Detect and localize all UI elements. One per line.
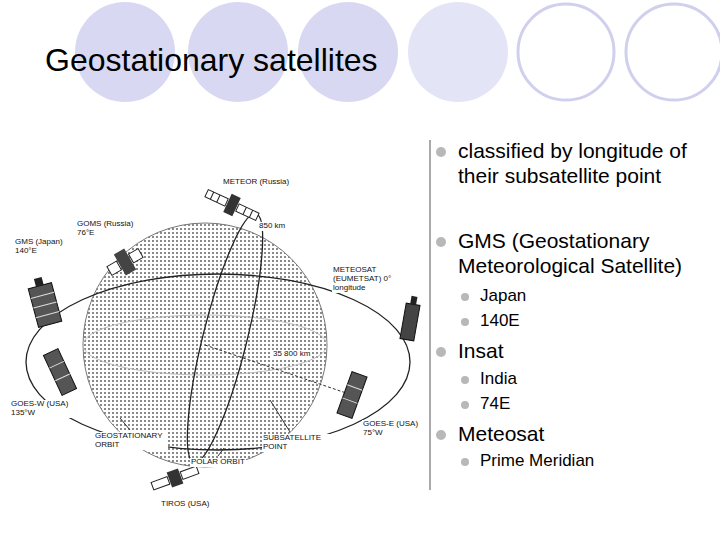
divider-line xyxy=(430,140,431,490)
figure-label: GOES-E (USA) 75°W xyxy=(362,420,424,438)
figure-label: METEOSAT (EUMETSAT) 0° longitude xyxy=(332,266,418,293)
bullet-text: Meteosat xyxy=(458,422,544,447)
bullet-dot xyxy=(461,293,469,301)
satellite-icon xyxy=(337,372,367,419)
bullet-dot xyxy=(461,318,469,326)
satellite-icon xyxy=(150,462,201,493)
figure-label: METEOR (Russia) xyxy=(222,178,290,187)
slide-title: Geostationary satellites xyxy=(45,42,378,80)
figure-label: GOMS (Russia) 76°E xyxy=(76,220,136,238)
radius-line xyxy=(205,345,352,395)
bullet-dot xyxy=(436,237,446,247)
figure-label: SUBSATELLITE POINT xyxy=(262,434,336,452)
sub-bullet-text: Japan xyxy=(480,286,526,306)
bullet-dot xyxy=(436,347,446,357)
sub-bullet-text: Prime Meridian xyxy=(480,451,594,471)
satellites xyxy=(26,184,421,494)
figure-label: GEOSTATIONARY ORBIT xyxy=(94,432,168,450)
leader-line xyxy=(270,400,290,432)
decor-circle xyxy=(518,4,614,100)
figure-label: POLAR ORBIT xyxy=(190,458,246,467)
leader-line xyxy=(218,448,224,456)
bullet-dot xyxy=(436,430,446,440)
figure-label: GMS (Japan) 140°E xyxy=(14,238,71,256)
decor-circle xyxy=(408,2,508,102)
bullet-text: classified by longitude of their subsate… xyxy=(458,139,714,189)
figure-label: TIROS (USA) xyxy=(160,500,210,509)
leader-line xyxy=(120,418,130,430)
geostationary-orbit xyxy=(26,274,410,450)
figure-label: 35 800 km xyxy=(272,350,311,359)
bullet-dot xyxy=(461,401,469,409)
figure-label: 850 km xyxy=(258,222,286,231)
satellite-icon xyxy=(43,349,76,396)
figure-label: GOES-W (USA) 135°W xyxy=(10,400,72,418)
earth-illustration xyxy=(26,208,410,467)
polar-orbit xyxy=(173,208,278,467)
bullet-dot xyxy=(461,376,469,384)
satellite-icon xyxy=(400,295,421,341)
decor-circle xyxy=(626,4,720,100)
bullet-text: Insat xyxy=(458,339,504,364)
bullet-text: GMS (Geostationary Meteorological Satell… xyxy=(458,229,714,279)
bullets xyxy=(436,147,469,466)
bullet-dot xyxy=(436,147,446,157)
satellite-icon xyxy=(202,184,261,226)
sub-bullet-text: 74E xyxy=(480,394,510,414)
bullet-dot xyxy=(461,458,469,466)
sub-bullet-text: India xyxy=(480,369,517,389)
sub-bullet-text: 140E xyxy=(480,311,520,331)
satellite-icon xyxy=(26,275,62,328)
satellite-icon xyxy=(103,243,146,282)
